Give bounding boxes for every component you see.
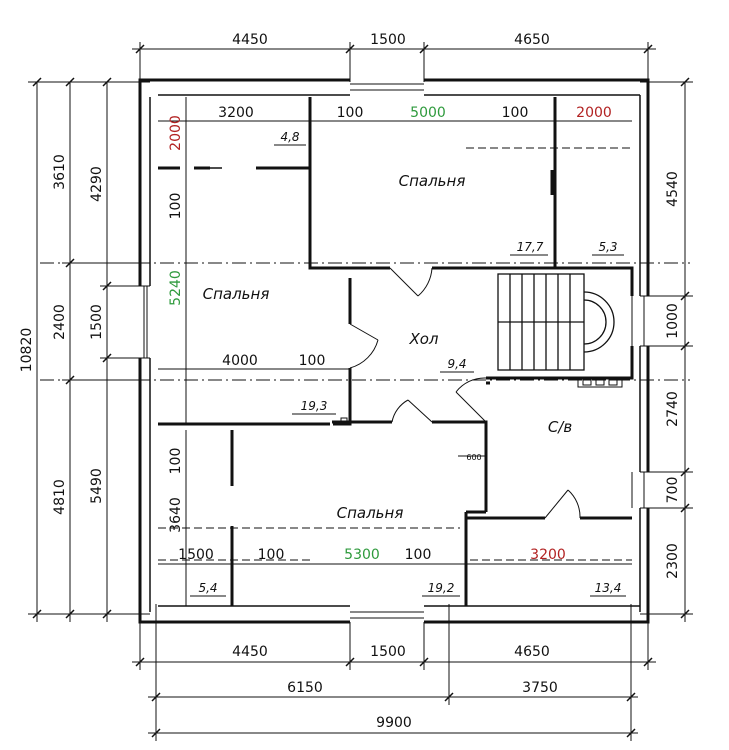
dim-left-bed-width: 4000 — [222, 353, 258, 369]
room-label-hall: Хол — [408, 330, 438, 348]
room-label-bedroom-bottom: Спальня — [337, 504, 404, 522]
area-bedroom-left: 19,3 — [301, 399, 328, 413]
dim-top-right-width: 2000 — [576, 105, 612, 121]
dim-left-total: 10820 — [19, 328, 35, 373]
dim-top-2: 1500 — [370, 32, 406, 48]
dimension-lines — [28, 42, 693, 741]
room-label-bedroom-left: Спальня — [203, 285, 270, 303]
dim-left-mid-2: 2400 — [52, 304, 68, 340]
dim-door-600: 600 — [466, 453, 481, 462]
dimension-ticks — [32, 44, 690, 738]
dim-bottom-right-width: 3200 — [530, 547, 566, 563]
dim-top-bed-width: 5000 — [410, 105, 446, 121]
dim-left-bed-100: 100 — [168, 193, 184, 220]
dim-left-mid-3: 4810 — [52, 479, 68, 515]
doors — [210, 167, 581, 519]
dim-right-4: 700 — [665, 477, 681, 504]
dim-right-3: 2740 — [665, 391, 681, 427]
dim-bottom-3: 4650 — [514, 644, 550, 660]
dim-bottom-total: 9900 — [376, 715, 412, 731]
area-closet-bottom-right: 13,4 — [595, 581, 622, 595]
dim-left-bed-height: 5240 — [168, 270, 184, 306]
dim-top-3: 4650 — [514, 32, 550, 48]
area-closet-top-right: 5,3 — [598, 240, 617, 254]
dim-bottom-bed-100b: 100 — [405, 547, 432, 563]
dim-top-bed-100b: 100 — [502, 105, 529, 121]
dim-top-left-width: 3200 — [218, 105, 254, 121]
area-bedroom-top: 17,7 — [517, 240, 544, 254]
dim-bottom-bed-100a: 100 — [258, 547, 285, 563]
area-hall: 9,4 — [447, 357, 466, 371]
area-bedroom-bottom: 19,2 — [428, 581, 455, 595]
area-closet-bottom-left: 5,4 — [198, 581, 217, 595]
dim-top-1: 4450 — [232, 32, 268, 48]
interior-dimension-lines — [158, 97, 632, 606]
dim-left-inner-3: 5490 — [89, 468, 105, 504]
closet-outlines — [158, 147, 632, 561]
area-closet-top-left: 4,8 — [280, 130, 299, 144]
dim-top-left-height: 2000 — [168, 115, 184, 151]
dim-left-bed-100b: 100 — [299, 353, 326, 369]
area-underlines — [190, 144, 626, 597]
dim-bottom-1: 4450 — [232, 644, 268, 660]
dim-left-inner-1: 4290 — [89, 166, 105, 202]
dim-bottom-4: 6150 — [287, 680, 323, 696]
column-marker — [340, 417, 348, 425]
dim-right-5: 2300 — [665, 543, 681, 579]
interior-walls — [158, 97, 634, 606]
dim-bottom-2: 1500 — [370, 644, 406, 660]
dim-left-inner-2: 1500 — [89, 304, 105, 340]
dim-left-mid-1: 3610 — [52, 154, 68, 190]
room-label-bedroom-top: Спальня — [399, 172, 466, 190]
dim-bottom-left-width: 1500 — [178, 547, 214, 563]
dim-right-2: 1000 — [665, 303, 681, 339]
dim-top-bed-100a: 100 — [337, 105, 364, 121]
bathroom-fixtures — [577, 377, 623, 388]
windows — [143, 83, 645, 619]
dim-bottom-left-100: 100 — [168, 448, 184, 475]
dim-bottom-bed-width: 5300 — [344, 547, 380, 563]
dim-bottom-left-height: 3640 — [168, 497, 184, 533]
dim-right-1: 4540 — [665, 171, 681, 207]
staircase — [497, 273, 615, 371]
dim-bottom-5: 3750 — [522, 680, 558, 696]
outer-walls — [138, 78, 650, 624]
room-label-bathroom: С/в — [548, 418, 573, 436]
